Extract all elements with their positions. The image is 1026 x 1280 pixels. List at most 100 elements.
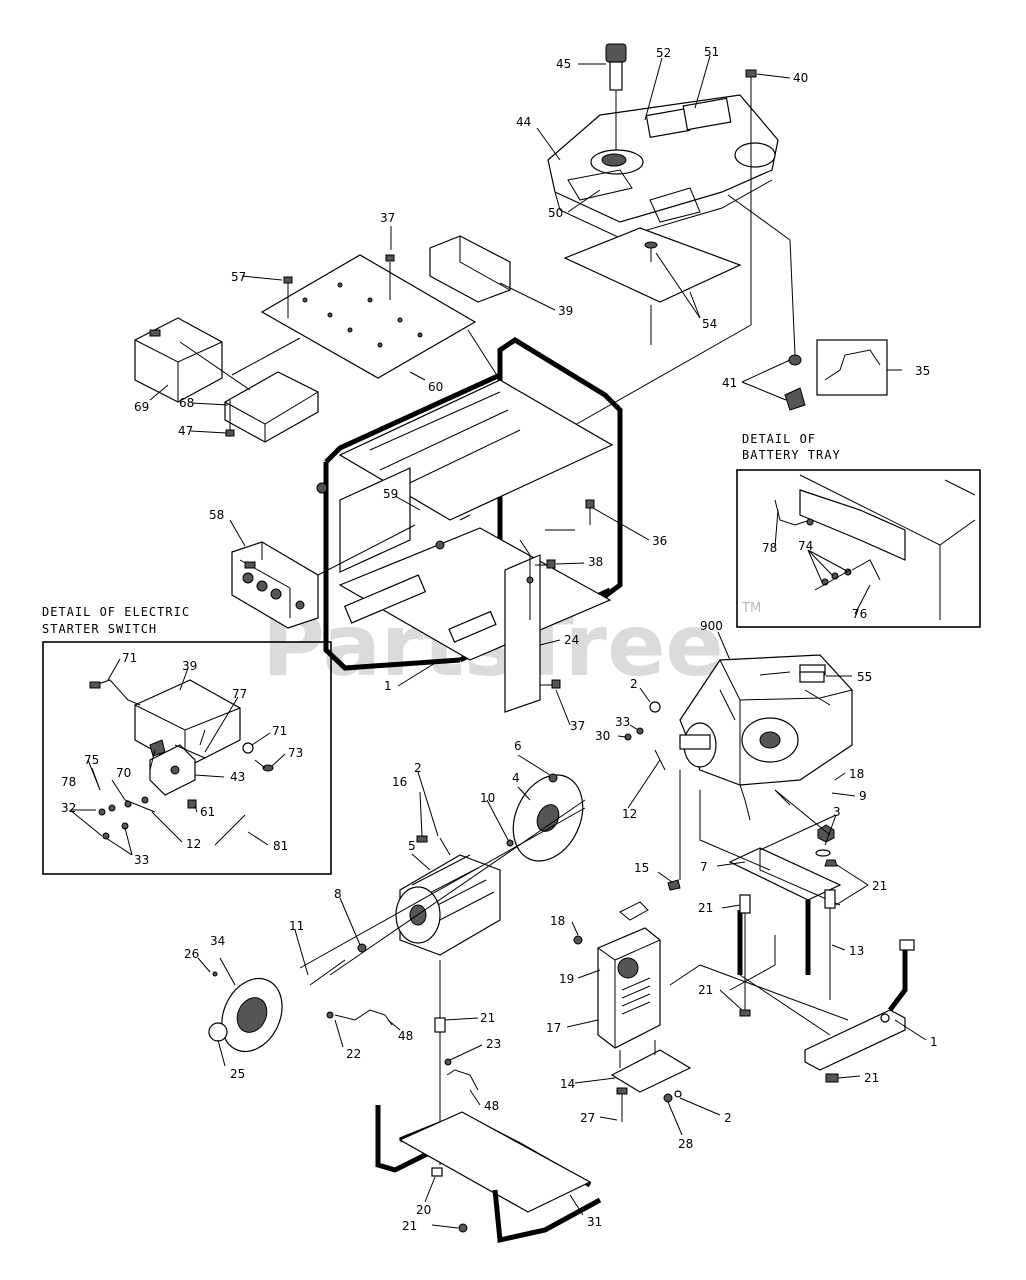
callout-48: 48 xyxy=(398,1029,413,1043)
callout-50: 50 xyxy=(548,206,563,220)
callout-75: 75 xyxy=(84,753,99,767)
callout-70: 70 xyxy=(116,766,131,780)
callout-6: 6 xyxy=(514,739,522,753)
screw-37b xyxy=(540,679,561,689)
callout-59: 59 xyxy=(383,487,398,501)
callout-1: 1 xyxy=(384,679,392,693)
fuel-valve xyxy=(784,339,888,411)
callout-44: 44 xyxy=(516,115,531,129)
frame xyxy=(316,337,623,671)
engine xyxy=(679,654,853,786)
callout-10: 10 xyxy=(480,791,495,805)
rear-cover xyxy=(208,977,283,1053)
battery-tray-detail-box xyxy=(736,469,981,628)
callout-18: 18 xyxy=(849,767,864,781)
callout-21-c: 21 xyxy=(872,879,887,893)
callout-21: 21 xyxy=(480,1011,495,1025)
base-frame-right xyxy=(669,847,915,1071)
callout-32: 32 xyxy=(61,801,76,815)
battery-tray-caption-line2: BATTERY TRAY xyxy=(742,448,841,462)
callout-78-detail: 78 xyxy=(61,775,76,789)
callout-37-lower: 37 xyxy=(570,719,585,733)
callout-68: 68 xyxy=(179,396,194,410)
bracket-24 xyxy=(504,539,541,713)
callout-7: 7 xyxy=(700,860,708,874)
callout-30: 30 xyxy=(595,729,610,743)
screw-36 xyxy=(585,499,595,525)
mounts-21 xyxy=(739,859,839,1083)
callout-34: 34 xyxy=(210,934,225,948)
callout-71: 71 xyxy=(122,651,137,665)
endbell xyxy=(512,774,584,862)
callout-71-detail: 71 xyxy=(272,724,287,738)
callout-27: 27 xyxy=(580,1111,595,1125)
callout-24: 24 xyxy=(564,633,579,647)
callout-22: 22 xyxy=(346,1047,361,1061)
callout-47: 47 xyxy=(178,424,193,438)
callout-26: 26 xyxy=(184,947,199,961)
callout-41: 41 xyxy=(722,376,737,390)
callout-48-b: 48 xyxy=(484,1099,499,1113)
screw-38 xyxy=(535,559,556,569)
control-panel xyxy=(231,541,319,629)
bolt-40 xyxy=(574,69,757,426)
callout-20: 20 xyxy=(416,1203,431,1217)
callout-31: 31 xyxy=(587,1215,602,1229)
callout-2-c: 2 xyxy=(724,1111,732,1125)
bracket-39 xyxy=(429,235,511,303)
callout-45: 45 xyxy=(556,57,571,71)
callout-52: 52 xyxy=(656,46,671,60)
battery-tray xyxy=(224,371,319,443)
starter-caption-line2: STARTER SWITCH xyxy=(42,622,157,636)
callout-81: 81 xyxy=(273,839,288,853)
muffler xyxy=(573,901,661,1049)
callout-18-b: 18 xyxy=(550,914,565,928)
callout-3: 3 xyxy=(833,805,841,819)
callout-13: 13 xyxy=(849,944,864,958)
base-frame-left xyxy=(375,1105,602,1244)
callout-21-f: 21 xyxy=(402,1219,417,1233)
callout-14: 14 xyxy=(560,1077,575,1091)
callout-17: 17 xyxy=(546,1021,561,1035)
callout-40: 40 xyxy=(793,71,808,85)
callout-25: 25 xyxy=(230,1067,245,1081)
callout-1-right: 1 xyxy=(930,1035,938,1049)
leader-lines xyxy=(69,55,927,1229)
callout-74: 74 xyxy=(798,539,813,553)
callout-73: 73 xyxy=(288,746,303,760)
callout-5: 5 xyxy=(408,839,416,853)
control-plate xyxy=(260,254,501,381)
tank-pad xyxy=(563,227,742,345)
callout-12: 12 xyxy=(622,807,637,821)
callout-21-e: 21 xyxy=(864,1071,879,1085)
callout-numbers: 45 52 51 40 44 50 37 57 39 54 69 68 47 6… xyxy=(61,45,938,1233)
callout-36: 36 xyxy=(652,534,667,548)
callout-43: 43 xyxy=(230,770,245,784)
starter-caption-line1: DETAIL OF ELECTRIC xyxy=(42,605,190,619)
muffler-bracket xyxy=(610,1049,692,1122)
callout-2: 2 xyxy=(630,677,638,691)
callout-35: 35 xyxy=(915,364,930,378)
callout-37: 37 xyxy=(380,211,395,225)
callout-39: 39 xyxy=(558,304,573,318)
callout-77: 77 xyxy=(232,687,247,701)
callout-9: 9 xyxy=(859,789,867,803)
battery-tray-caption-line1: DETAIL OF xyxy=(742,432,816,446)
starter-switch-detail-box xyxy=(42,641,332,875)
callout-33: 33 xyxy=(615,715,630,729)
callout-60: 60 xyxy=(428,380,443,394)
decal-55 xyxy=(799,671,825,683)
callout-55: 55 xyxy=(857,670,872,684)
callout-16: 16 xyxy=(392,775,407,789)
callout-11: 11 xyxy=(289,919,304,933)
fuel-tank xyxy=(547,94,779,239)
callout-2-alt: 2 xyxy=(414,761,422,775)
callout-54: 54 xyxy=(702,317,717,331)
callout-39-detail: 39 xyxy=(182,659,197,673)
callout-12-detail: 12 xyxy=(186,837,201,851)
callout-58: 58 xyxy=(209,508,224,522)
callout-21-b: 21 xyxy=(698,901,713,915)
callout-21-d: 21 xyxy=(698,983,713,997)
callout-78: 78 xyxy=(762,541,777,555)
